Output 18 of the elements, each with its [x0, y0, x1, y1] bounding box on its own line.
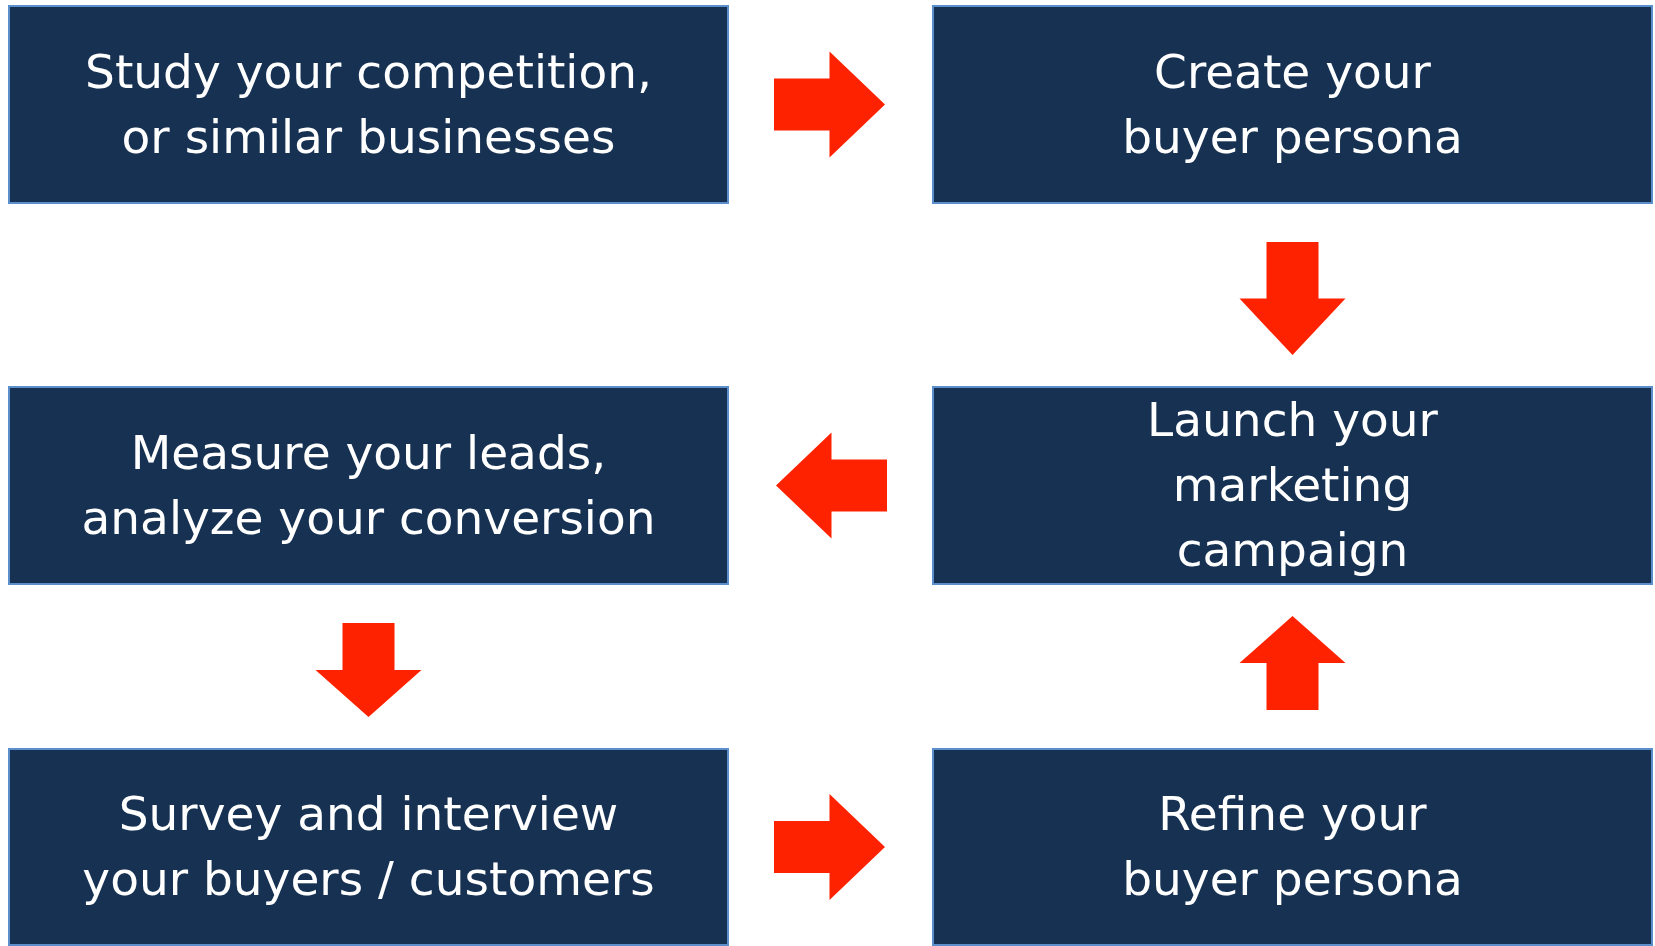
process-box: [8, 386, 729, 585]
step-text: Launch your marketing campaign: [1146, 391, 1439, 579]
step-text: Refine your buyer persona: [1121, 785, 1464, 908]
block-arrow: [315, 623, 422, 717]
step-text: Survey and interview your buyers / customers: [81, 785, 656, 908]
step-text: Study your competition, or similar businesses: [84, 42, 653, 166]
process-box: [8, 748, 729, 946]
process-box: [932, 386, 1653, 585]
block-arrow: [774, 794, 885, 900]
process-box: [932, 748, 1653, 946]
process-box: [932, 5, 1653, 204]
block-arrow: [774, 51, 885, 158]
process-box: [8, 5, 729, 204]
block-arrow: [776, 432, 887, 539]
block-arrow: [1239, 242, 1346, 355]
step-text: Measure your leads, analyze your conversion: [80, 423, 657, 547]
step-text: Create your buyer persona: [1121, 42, 1464, 166]
block-arrow: [1239, 616, 1346, 710]
